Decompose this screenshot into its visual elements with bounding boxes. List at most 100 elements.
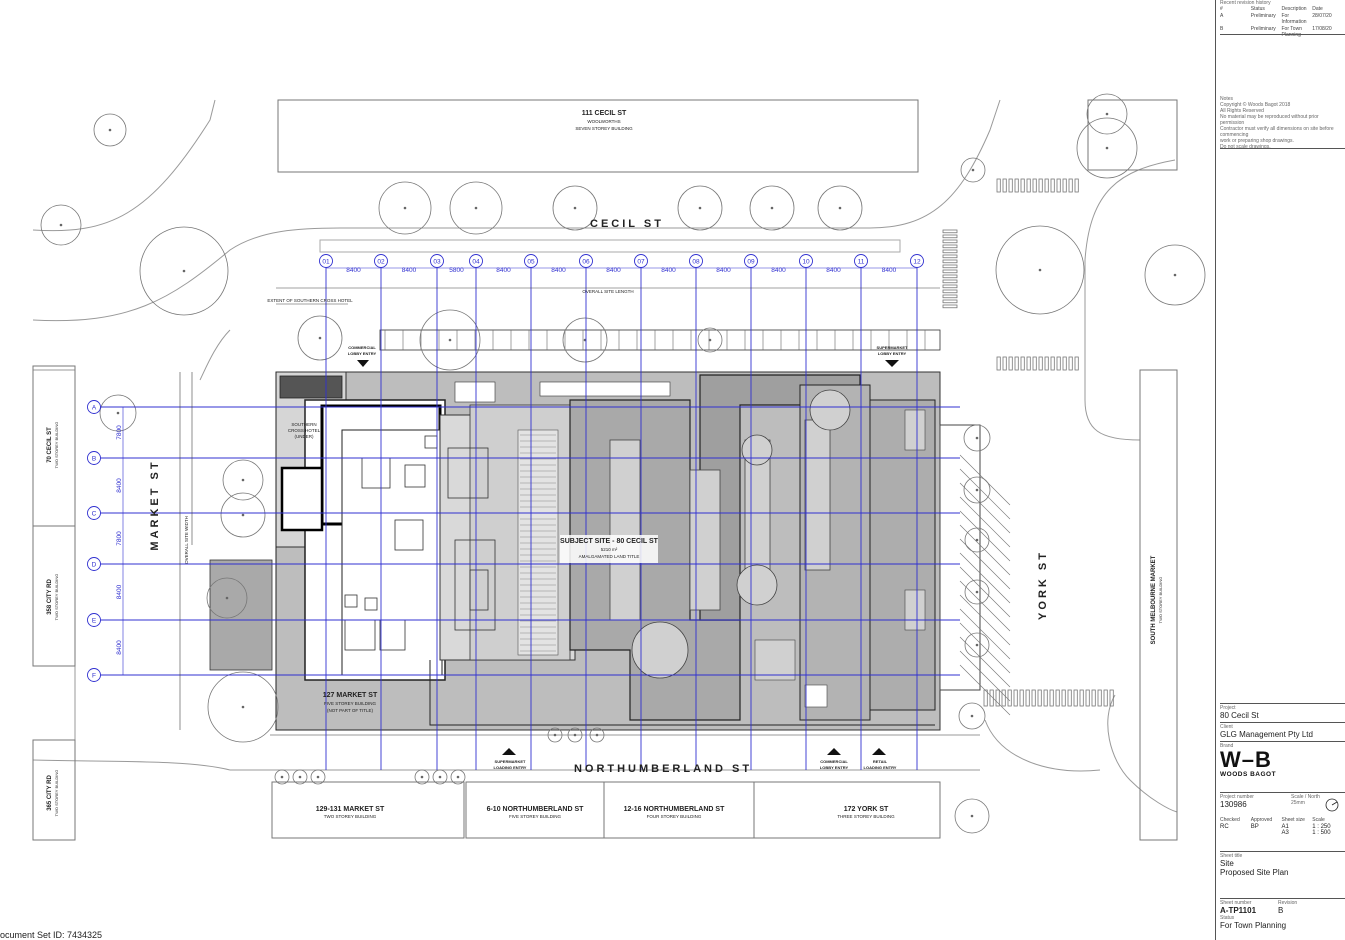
label-hotel-2: CROSS HOTEL (288, 428, 321, 433)
meta-cell: BP (1250, 823, 1259, 830)
revision-cell: Date (1312, 6, 1323, 12)
building-129-market (271, 781, 465, 839)
entry-markers (357, 360, 899, 755)
crossing-stripe (1013, 689, 1018, 707)
structural-grid (100, 267, 960, 770)
tree-trunk (595, 733, 599, 737)
grid-column-label: 02 (377, 259, 385, 266)
crossing-stripe (1008, 178, 1013, 193)
entry-supermarket-lobby-1: SUPERMARKET (877, 345, 908, 350)
crossing-stripe (1007, 689, 1012, 707)
grid-column-bubble (579, 254, 593, 268)
tree-canopy (419, 309, 481, 371)
entry-retail-loading-2: LOADING ENTRY (864, 765, 897, 770)
crossing-stripe (1038, 356, 1043, 371)
crossing-stripe (942, 249, 958, 254)
grid-column-label: 06 (582, 259, 590, 266)
commercial-lobby-top-marker (357, 360, 369, 367)
crossing-stripe (1026, 178, 1031, 193)
grid-column-bubble (799, 254, 813, 268)
york-st-parking-hatch (959, 468, 1011, 520)
grid-column-label: 01 (322, 259, 330, 266)
crossing-stripe (996, 178, 1001, 193)
revision-cell: B (1220, 25, 1224, 32)
revision-cell: For Information (1281, 12, 1307, 26)
north-point-icon (1325, 798, 1339, 812)
tree-trunk (975, 643, 979, 647)
crossing-stripe (1037, 689, 1042, 707)
supermarket-lobby-marker (885, 360, 899, 367)
grid-column-spacing: 8400 (551, 267, 566, 274)
label-129-market: 129-131 MARKET ST (316, 806, 385, 813)
crossing-stripe (1067, 689, 1072, 707)
tree-trunk (1038, 268, 1042, 272)
grid-column-spacing: 8400 (716, 267, 731, 274)
grid-column-spacing: 8400 (606, 267, 621, 274)
meta-cell: Approved (1250, 817, 1273, 823)
york-st-parking-hatch (959, 552, 1011, 604)
grid-column-spacing: 8400 (661, 267, 676, 274)
tree-trunk (975, 488, 979, 492)
crossing-stripe (1050, 178, 1055, 193)
tree-canopy (297, 315, 343, 361)
label-172-sub: THREE STOREY BUILDING (837, 814, 895, 819)
grid-column-bubble (854, 254, 868, 268)
meta-cell: A3 (1281, 830, 1289, 836)
grid-column-label: 07 (637, 259, 645, 266)
york-st-parking-hatch (959, 608, 1011, 660)
tree-canopy (310, 769, 326, 785)
crossing-stripe (1025, 689, 1030, 707)
tree-trunk (116, 411, 120, 415)
tree-trunk (770, 206, 774, 210)
revision-cell: # (1220, 6, 1223, 12)
label-127-market: 127 MARKET ST (323, 692, 378, 699)
crossing-stripe (942, 259, 958, 264)
crossing-stripe (1109, 689, 1114, 707)
client-section: Client GLG Management Pty Ltd (1220, 724, 1343, 739)
project-name: 80 Cecil St (1220, 711, 1259, 720)
crossing-stripe (1002, 356, 1007, 371)
label-site-title: AMALGAMATED LAND TITLE (579, 554, 640, 559)
grid-row-bubble (87, 668, 101, 682)
york-st-parking-hatch (959, 566, 1011, 618)
tree-canopy (567, 727, 583, 743)
label-172-york: 172 YORK ST (844, 806, 889, 813)
tree-trunk (698, 206, 702, 210)
york-st-parking-hatch (959, 664, 1011, 716)
york-st-parking-hatch (959, 510, 1011, 562)
note-line: Contractor must verify all dimensions on… (1220, 126, 1334, 138)
revision-heading: Recent revision history (1220, 0, 1271, 6)
revision-cell: 17/08/20 (1312, 25, 1332, 32)
grid-column-spacing: 8400 (402, 267, 417, 274)
crossing-stripe (942, 274, 958, 279)
tree-trunk (573, 206, 577, 210)
tree-canopy (964, 579, 990, 605)
crossing-stripe (1026, 356, 1031, 371)
label-127-sub2: (NOT PART OF TITLE) (327, 708, 374, 713)
grid-row-bubble (87, 451, 101, 465)
woods-bagot-logo: W–B (1220, 747, 1272, 772)
tree-canopy (99, 394, 137, 432)
crossing-stripe (1044, 356, 1049, 371)
grid-column-spacing: 8400 (826, 267, 841, 274)
grid-column-label: 11 (858, 259, 865, 266)
grid-row-spacing: 8400 (116, 640, 123, 655)
tree-trunk (1105, 112, 1109, 116)
entry-commercial-top-1: COMMERCIAL (348, 345, 376, 350)
grid-row-spacing: 7800 (116, 425, 123, 440)
grid-column-bubble (430, 254, 444, 268)
tree-canopy (960, 157, 986, 183)
york-st-parking-hatch (959, 524, 1011, 576)
tree-trunk (241, 513, 245, 517)
tree-trunk (241, 705, 245, 709)
tree-trunk (1173, 273, 1177, 277)
crossing-stripe (1032, 178, 1037, 193)
crossing-stripe (1032, 356, 1037, 371)
revision-value: B (1278, 906, 1284, 915)
crossing-stripe (1019, 689, 1024, 707)
tree-canopy (414, 769, 430, 785)
